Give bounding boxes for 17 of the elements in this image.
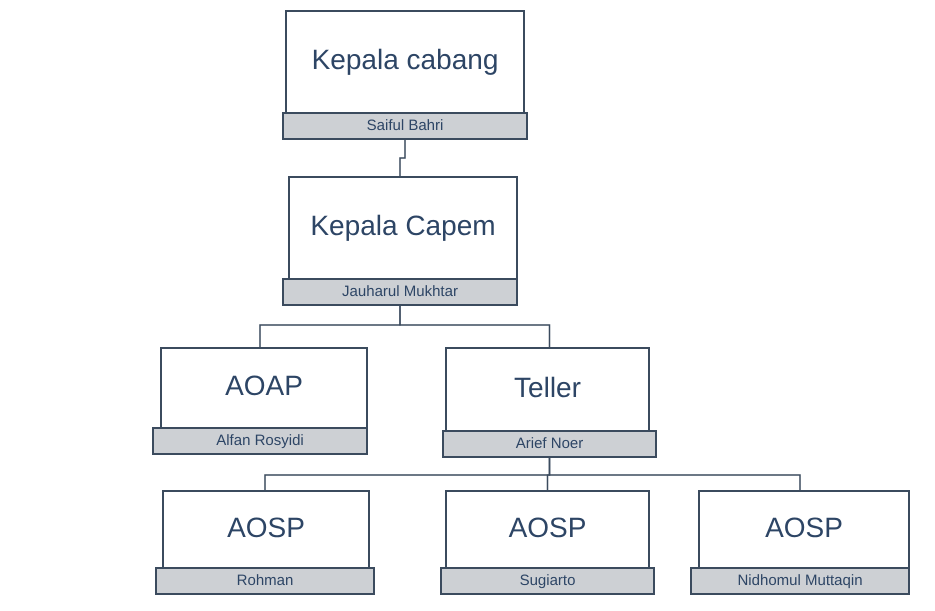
name-label: Jauharul Mukhtar <box>282 278 518 306</box>
name-label: Arief Noer <box>442 430 657 458</box>
position-title: Kepala cabang <box>310 44 500 76</box>
position-title: AOSP <box>226 512 306 544</box>
name-label: Rohman <box>155 567 375 595</box>
position-title: AOSP <box>508 512 588 544</box>
position-title: AOAP <box>224 370 304 402</box>
connector-line <box>399 140 406 176</box>
connector-line <box>399 306 550 347</box>
name-label: Alfan Rosyidi <box>152 427 368 455</box>
name-label: Sugiarto <box>440 567 655 595</box>
position-title: Teller <box>513 372 582 404</box>
connector-line <box>548 458 801 490</box>
name-label: Saiful Bahri <box>282 112 528 140</box>
position-title: Kepala Capem <box>309 210 497 242</box>
position-title: AOSP <box>764 512 844 544</box>
name-label: Nidhomul Muttaqin <box>690 567 910 595</box>
